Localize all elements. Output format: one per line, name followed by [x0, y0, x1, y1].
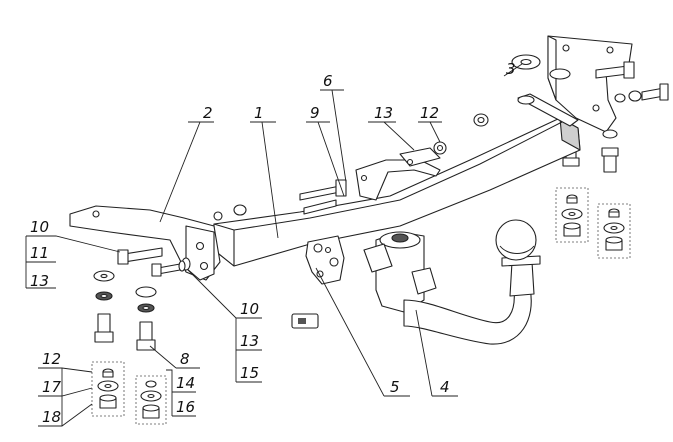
callout-13-mid: 13	[240, 332, 259, 350]
kit-right-b	[597, 203, 631, 259]
callout-12-left: 12	[42, 350, 61, 368]
left-bracket	[69, 205, 221, 281]
callout-4: 4	[440, 378, 450, 396]
callout-9: 9	[310, 104, 320, 122]
callout-17: 17	[42, 378, 62, 396]
callout-14: 14	[176, 374, 195, 392]
callout-13-left: 13	[30, 272, 49, 290]
callout-11: 11	[30, 244, 49, 262]
callout-16: 16	[176, 398, 195, 416]
callout-10-mid: 10	[240, 300, 259, 318]
kit-14-16	[135, 375, 167, 425]
tow-ball-neck-4	[363, 219, 541, 345]
callout-labels: 2 1 9 6 13 12 3 10 11 13 10 13 15 8 14 1…	[30, 60, 516, 426]
center-bracket	[355, 147, 441, 201]
callout-13-top: 13	[374, 104, 393, 122]
callout-3: 3	[506, 60, 516, 78]
washer-3	[511, 54, 541, 70]
callout-8: 8	[180, 350, 190, 368]
kit-right-a	[555, 187, 589, 243]
callout-10-left: 10	[30, 218, 49, 236]
callout-6: 6	[323, 72, 333, 90]
right-mounting-bracket	[547, 35, 633, 133]
left-bracket-fasteners	[117, 204, 247, 277]
socket-icon	[291, 313, 319, 329]
callout-1: 1	[254, 104, 264, 122]
callout-18: 18	[42, 408, 61, 426]
bolts-10-13	[94, 313, 156, 351]
bolt-9	[303, 199, 337, 215]
callout-12-top: 12	[420, 104, 439, 122]
callout-2: 2	[203, 104, 213, 122]
leader-lines	[25, 63, 523, 427]
callout-15: 15	[240, 364, 259, 382]
kit-12-17-18	[91, 361, 125, 417]
left-washers-stack	[93, 270, 157, 313]
callout-5: 5	[390, 378, 400, 396]
nuts-12	[433, 113, 489, 155]
main-crossbar	[213, 93, 581, 267]
mounting-plate-5	[305, 235, 345, 285]
bracket-bolts-right	[549, 61, 669, 173]
